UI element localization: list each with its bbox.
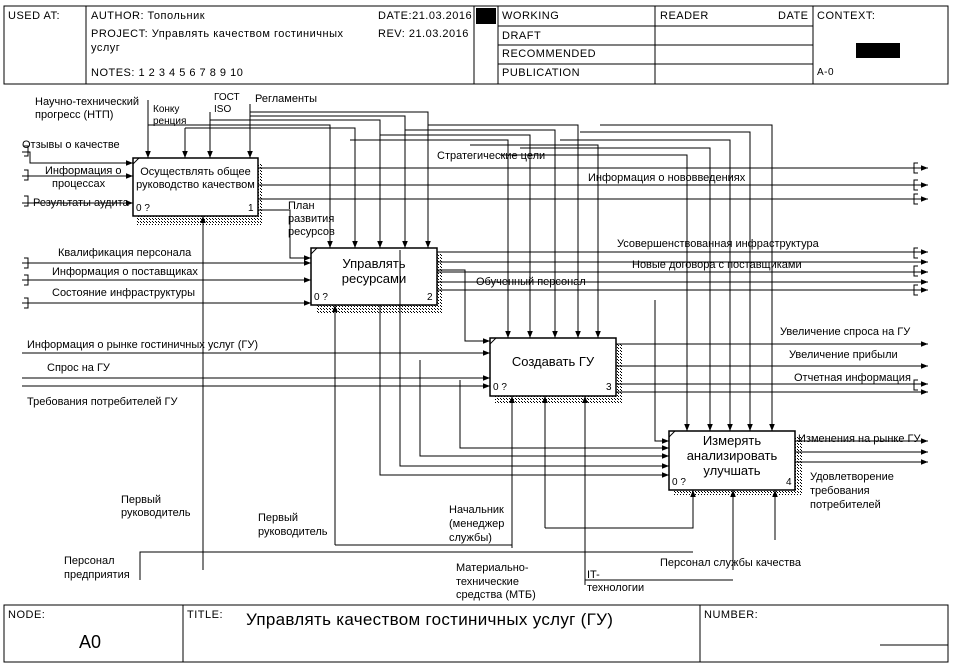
label-info-post: Информация о поставщиках <box>52 266 198 278</box>
label-konk2: ренция <box>153 116 187 127</box>
label-spros: Спрос на ГУ <box>47 362 110 374</box>
label-perv1b: руководитель <box>121 507 191 519</box>
reader-date-label: DATE <box>778 10 809 22</box>
label-gost1: ГОСТ <box>214 92 240 103</box>
label-sost-infr: Состояние инфраструктуры <box>52 287 195 299</box>
context-box <box>856 43 900 58</box>
label-pers-pred1: Персонал <box>64 555 115 567</box>
label-otch: Отчетная информация <box>794 372 911 384</box>
number-label: NUMBER: <box>704 609 759 621</box>
box3-title[interactable]: Создавать ГУ <box>511 354 595 369</box>
node-value: A0 <box>79 632 102 652</box>
label-plan3: ресурсов <box>288 226 335 238</box>
label-info-proc1: Информация о <box>45 165 122 177</box>
box3-num: 3 <box>606 382 612 393</box>
label-rez-audit: Результаты аудита <box>33 197 129 209</box>
notes-label: NOTES: 1 2 3 4 5 6 7 8 9 10 <box>91 67 244 79</box>
status-publication: PUBLICATION <box>502 67 581 79</box>
label-plan1: План <box>288 200 315 212</box>
label-pers-pred2: предприятия <box>64 569 130 581</box>
label-info-rynok: Информация о рынке гостиничных услуг (ГУ… <box>27 339 258 351</box>
label-plan2: развития <box>288 213 335 225</box>
header-frame <box>3 5 949 85</box>
label-perv1a: Первый <box>121 494 162 506</box>
arrows <box>22 100 928 585</box>
label-reglam: Регламенты <box>255 93 317 105</box>
label-gost2: ISO <box>214 104 232 115</box>
label-mtb2: технические <box>456 576 519 588</box>
box1-num: 1 <box>248 203 254 214</box>
title-label: TITLE: <box>187 609 224 621</box>
box3-cost: 0 ? <box>493 382 507 393</box>
label-ntp1: Научно-технический <box>35 96 139 108</box>
box2-cost: 0 ? <box>314 292 328 303</box>
reader-label: READER <box>660 10 709 22</box>
label-nach3: службы) <box>449 532 492 544</box>
project-label-2: услуг <box>91 42 121 54</box>
status-working: WORKING <box>502 10 560 22</box>
label-ntp2: прогресс (НТП) <box>35 109 114 121</box>
rev-label: REV: 21.03.2016 <box>378 28 469 40</box>
context-label: CONTEXT: <box>817 10 876 22</box>
context-node: A-0 <box>817 67 835 78</box>
label-it1: IT- <box>587 569 600 581</box>
label-konk1: Конку <box>153 104 180 115</box>
label-obuch: Обученный персонал <box>476 276 586 288</box>
label-nov-dog: Новые договора с поставщиками <box>632 259 802 271</box>
box2-num: 2 <box>427 292 433 303</box>
label-otzyvy: Отзывы о качестве <box>22 139 120 151</box>
label-pers-kach: Персонал службы качества <box>660 557 801 569</box>
label-izm-rynok: Изменения на рынке ГУ <box>798 433 921 445</box>
box3 <box>489 337 617 397</box>
label-perv2a: Первый <box>258 512 299 524</box>
label-kval: Квалификация персонала <box>58 247 192 259</box>
box4-num: 4 <box>786 477 792 488</box>
label-mtb1: Материально- <box>456 562 529 574</box>
status-draft: DRAFT <box>502 30 542 42</box>
box1 <box>132 157 259 217</box>
box2 <box>310 247 438 306</box>
box1-cost: 0 ? <box>136 203 150 214</box>
label-nach2: (менеджер <box>449 518 505 530</box>
label-info-nov: Информация о нововведениях <box>588 172 746 184</box>
date-label: DATE:21.03.2016 <box>378 10 473 22</box>
label-mtb3: средства (МТБ) <box>456 589 536 601</box>
label-uvel-spros: Увеличение спроса на ГУ <box>780 326 911 338</box>
box4 <box>668 430 796 491</box>
label-usov-infr: Усовершенствованная инфраструктура <box>617 238 819 250</box>
diagram-title: Управлять качеством гостиничных услуг (Г… <box>246 610 614 629</box>
status-recommended: RECOMMENDED <box>502 48 597 60</box>
box2-title[interactable]: Управлять ресурсами <box>341 256 407 286</box>
node-label: NODE: <box>8 609 46 621</box>
label-uvel-prib: Увеличение прибыли <box>789 349 898 361</box>
label-perv2b: руководитель <box>258 526 328 538</box>
footer-frame <box>3 604 949 663</box>
author-label: AUTHOR: Топольник <box>91 10 206 22</box>
project-label: PROJECT: Управлять качеством гостиничных <box>91 28 344 40</box>
working-marker <box>476 8 496 24</box>
used-at-label: USED AT: <box>8 10 61 22</box>
label-treb: Требования потребителей ГУ <box>27 396 178 408</box>
label-strat: Стратегические цели <box>437 150 546 162</box>
label-nach1: Начальник <box>449 504 504 516</box>
label-udovl1: Удовлетворение <box>810 471 894 483</box>
label-it2: технологии <box>587 582 645 594</box>
box4-cost: 0 ? <box>672 477 686 488</box>
label-info-proc2: процессах <box>52 178 106 190</box>
box1-title[interactable]: Осуществлять общее руководство качеством <box>136 166 255 191</box>
label-udovl2: требования <box>810 485 870 497</box>
box4-title[interactable]: Измерять анализировать улучшать <box>686 433 778 478</box>
label-udovl3: потребителей <box>810 499 881 511</box>
